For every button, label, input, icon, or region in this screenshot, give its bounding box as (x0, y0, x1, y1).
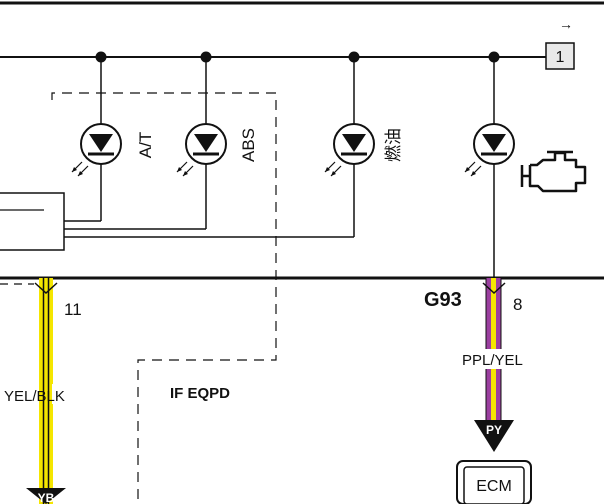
connector-pin-mark (34, 282, 58, 295)
page-ref-number: 1 (556, 49, 565, 66)
wire-end-arrow (26, 488, 66, 504)
led-icon (71, 123, 122, 177)
right-pin-number: 8 (513, 295, 522, 314)
left-wire-color-label: YEL/BLK (4, 388, 65, 405)
indicator-label-abs: ABS (239, 128, 258, 162)
connector-name: G93 (424, 289, 462, 311)
indicator-label-at: A/T (136, 132, 155, 158)
engine-check-icon (520, 150, 587, 193)
wire-end-arrow (474, 420, 514, 452)
led-icon (324, 123, 375, 177)
left-module (0, 192, 65, 251)
optional-equipment-boundary (51, 92, 277, 504)
wire-yel-blk (39, 278, 53, 504)
page-ref-box[interactable] (545, 42, 575, 70)
right-wire-color-label: PPL/YEL (462, 352, 523, 369)
arrow-right-icon: → (559, 16, 573, 32)
right-wire-end-code: PY (486, 423, 502, 437)
ecm-box[interactable] (456, 460, 532, 504)
left-wire-end-code: YB (38, 491, 55, 504)
led-icon (464, 123, 515, 177)
led-icon (176, 123, 227, 177)
option-note: IF EQPD (170, 385, 230, 402)
left-pin-number: 11 (64, 300, 82, 319)
ecm-label: ECM (476, 478, 512, 495)
connector-pin-mark (482, 282, 506, 295)
indicator-label-fuel: 燃油 (384, 128, 403, 162)
